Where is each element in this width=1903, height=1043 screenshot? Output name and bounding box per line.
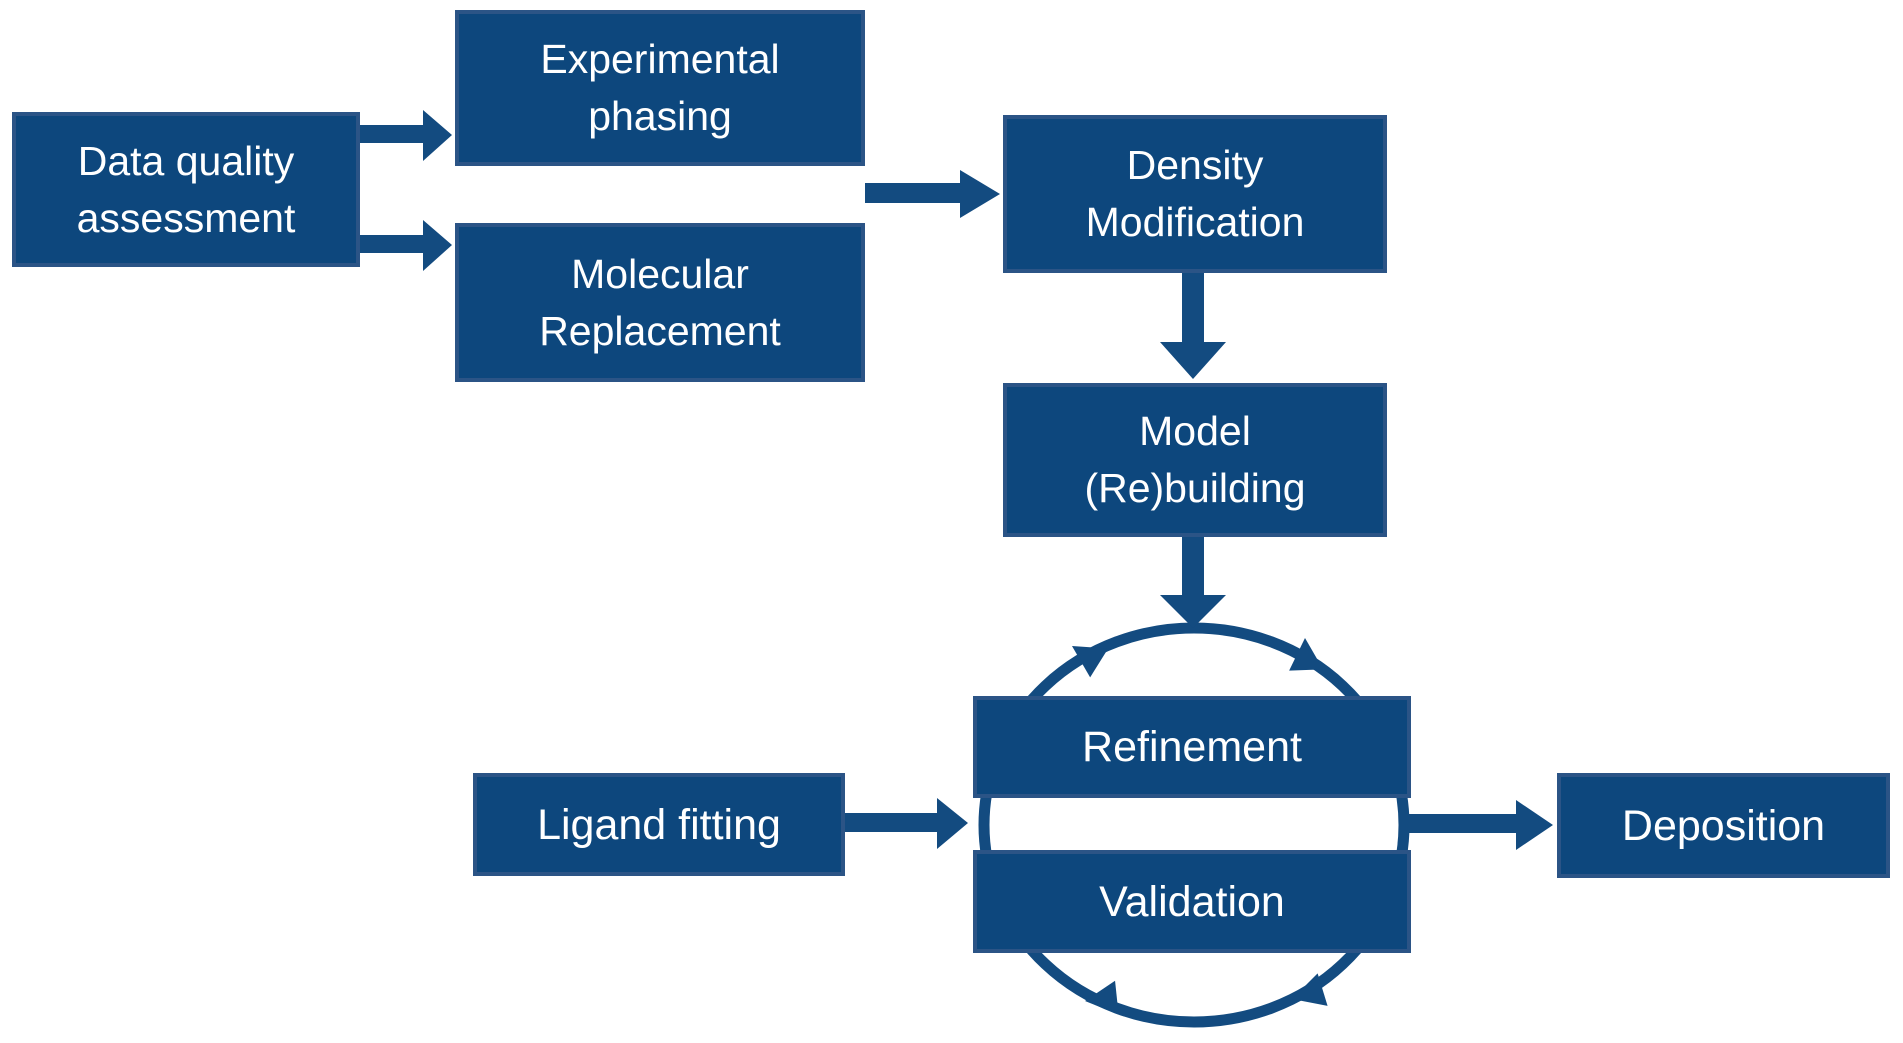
node-model-rebuilding: Model (Re)building [1003, 383, 1387, 537]
arrow-dqa-to-molecular-replacement [353, 220, 452, 271]
node-label-line: phasing [588, 93, 732, 139]
node-ligand-fitting: Ligand fitting [473, 773, 845, 876]
node-label-line: Data quality [77, 137, 295, 184]
node-label-line: Molecular [571, 250, 749, 297]
node-refinement: Refinement [973, 696, 1411, 798]
node-molecular-replacement: Molecular Replacement [455, 223, 865, 382]
node-validation: Validation [973, 850, 1411, 953]
node-data-quality-assessment: Data quality assessment [12, 112, 360, 267]
arrow-ligand-fitting-to-cycle [845, 798, 968, 849]
node-experimental-phasing: Experimental phasing [455, 10, 865, 166]
node-label-line: Deposition [1621, 801, 1826, 850]
arrow-dqa-to-experimental-phasing [353, 110, 452, 161]
cycle-arrowhead-bottom-right-icon [1292, 973, 1328, 1006]
cycle-arrowhead-top-right-icon [1289, 638, 1324, 671]
arrow-model-rebuilding-to-cycle [1160, 537, 1226, 628]
node-label-line: Refinement [1082, 723, 1302, 771]
node-label-line: Modification [1085, 199, 1305, 245]
arrow-phasing-to-density-modification [865, 170, 1000, 218]
arrow-density-modification-to-model-rebuilding [1160, 273, 1226, 379]
node-label-line: assessment [76, 194, 296, 241]
node-label-line: Experimental [540, 36, 780, 82]
arrow-cycle-to-deposition [1408, 800, 1553, 850]
cycle-ring [978, 622, 1410, 1028]
node-density-modification: Density Modification [1003, 115, 1387, 273]
cycle-arrowhead-bottom-left-icon [1085, 980, 1119, 1015]
cycle-arrowhead-top-left-icon [1072, 646, 1109, 678]
node-label-line: (Re)building [1084, 465, 1306, 511]
node-deposition: Deposition [1557, 773, 1890, 878]
node-label-line: Density [1126, 142, 1264, 188]
node-label-line: Model [1139, 408, 1251, 454]
node-label-line: Ligand fitting [537, 800, 781, 849]
node-label-line: Validation [1099, 877, 1285, 926]
node-label-line: Replacement [539, 307, 781, 354]
